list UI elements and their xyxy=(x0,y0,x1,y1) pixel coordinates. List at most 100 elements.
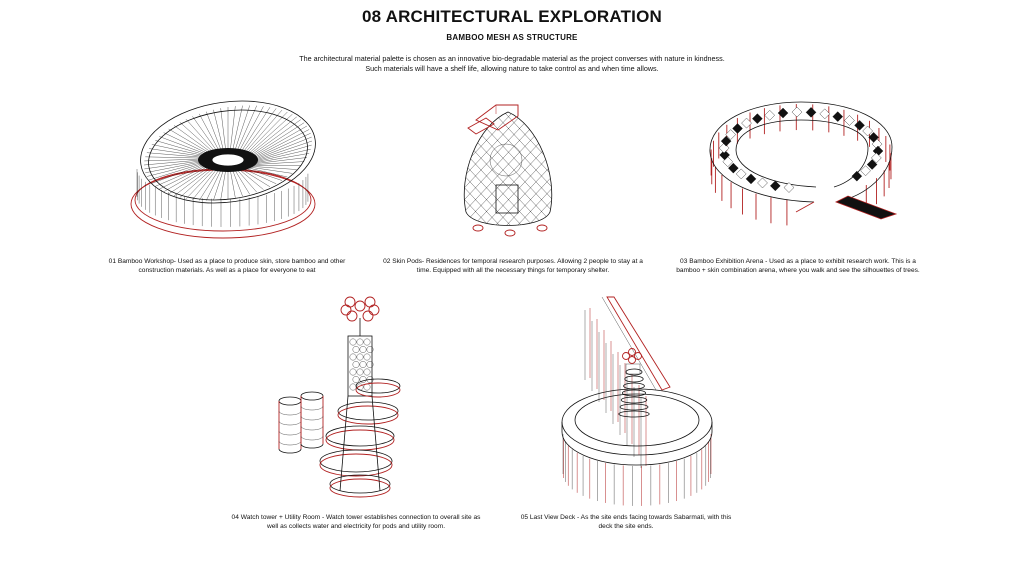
workshop-spoke xyxy=(245,168,283,181)
utility-tank-base xyxy=(278,448,302,454)
skin-pods-drawing xyxy=(446,100,576,240)
workshop-spoke xyxy=(253,122,305,156)
tower-ramp-edge xyxy=(337,405,399,425)
workshop-spoke xyxy=(254,125,308,157)
pod-mesh-line xyxy=(464,112,547,226)
arena-panel xyxy=(860,165,871,176)
hex-cell xyxy=(359,376,367,383)
arena-panel xyxy=(805,107,817,118)
petal-panel xyxy=(340,304,352,316)
arena-panel xyxy=(745,173,757,185)
pod-mesh-line xyxy=(464,112,525,226)
workshop-spoke xyxy=(249,114,293,154)
workshop-spoke xyxy=(144,158,201,162)
hex-cell xyxy=(359,346,367,353)
workshop-spoke xyxy=(239,169,264,190)
intro-line-1: The architectural material palette is ch… xyxy=(299,54,725,63)
workshop-spoke xyxy=(151,164,203,184)
workshop-spoke xyxy=(144,160,201,170)
arena-panel xyxy=(757,177,768,189)
pod-mesh-line xyxy=(514,112,552,226)
hex-cell xyxy=(356,368,364,376)
utility-tank-band xyxy=(278,410,302,416)
tower-ramp xyxy=(329,474,391,494)
deck-tower-ring xyxy=(620,396,648,404)
workshop-spoke xyxy=(255,144,312,162)
arena-panel xyxy=(791,106,803,118)
workshop-spoke xyxy=(168,128,209,153)
workshop-spoke xyxy=(149,163,202,181)
caption-view-deck: 05 Last View Deck - As the site ends fac… xyxy=(520,514,732,530)
pod-mesh-line xyxy=(464,112,552,226)
workshop-spoke xyxy=(250,166,297,170)
pod-mesh-line xyxy=(464,112,481,226)
pod-mesh-line xyxy=(464,112,492,226)
pod-mesh-line xyxy=(464,112,536,226)
workshop-spoke xyxy=(254,157,307,164)
arena-panel xyxy=(728,162,739,174)
workshop-spoke xyxy=(163,132,207,154)
utility-tank-band xyxy=(278,420,302,426)
workshop-spoke xyxy=(255,148,311,163)
workshop-spoke xyxy=(159,166,206,190)
pod-mesh-line xyxy=(503,112,552,226)
hex-cell xyxy=(356,353,364,361)
pod-mesh-line xyxy=(464,112,525,226)
arena-panel xyxy=(777,107,789,119)
pod-mesh-line xyxy=(492,112,552,226)
pod-mesh-line xyxy=(464,112,552,226)
tower-ramp xyxy=(355,378,401,394)
deck-tower-ring xyxy=(619,403,649,411)
hex-cell xyxy=(349,338,357,346)
utility-tank-band xyxy=(300,405,324,411)
workshop-spoke xyxy=(255,140,313,161)
workshop-spoke xyxy=(146,162,201,177)
arena-panel xyxy=(783,182,795,193)
workshop-spoke xyxy=(232,105,243,150)
pod-mesh-line xyxy=(570,100,576,240)
workshop-spoke xyxy=(230,170,236,198)
deck-tower-ring xyxy=(623,382,645,390)
pod-mesh-line xyxy=(446,100,458,240)
workshop-spoke xyxy=(192,116,217,151)
workshop-spoke xyxy=(235,170,250,195)
pod-mesh-line xyxy=(525,112,552,226)
tower-ramp xyxy=(319,449,393,473)
workshop-spoke xyxy=(159,136,206,154)
petal-panel xyxy=(364,296,376,308)
workshop-spoke xyxy=(185,119,215,151)
pod-mesh-line xyxy=(514,112,552,226)
workshop-spoke xyxy=(143,159,201,166)
pod-mesh-line xyxy=(492,112,552,226)
pod-mesh-line xyxy=(559,100,576,240)
hex-cell xyxy=(363,353,371,361)
arena-panel xyxy=(718,142,730,154)
hex-cell xyxy=(363,368,371,376)
tower-ramp xyxy=(325,425,395,447)
workshop-spoke xyxy=(206,111,221,150)
pod-mesh-line xyxy=(464,112,514,226)
pod-mesh-line xyxy=(464,112,492,226)
intro-paragraph: The architectural material palette is ch… xyxy=(262,54,762,73)
pod-mesh-line xyxy=(525,112,552,226)
hex-cell xyxy=(349,383,357,391)
workshop-spoke xyxy=(243,108,277,152)
utility-tank-top xyxy=(300,391,324,401)
workshop-spoke xyxy=(250,116,297,154)
workshop-spoke xyxy=(255,136,312,160)
deck-petal xyxy=(622,352,630,360)
arena-panel xyxy=(725,129,736,140)
workshop-spoke xyxy=(179,122,213,152)
pod-mesh-line xyxy=(464,112,552,226)
pod-mesh-line xyxy=(464,112,470,226)
tower-ramp-edge xyxy=(325,429,395,451)
workshop-spoke xyxy=(149,148,202,157)
utility-tank-band xyxy=(278,440,302,446)
workshop-spoke xyxy=(237,170,257,193)
workshop-spoke xyxy=(213,109,224,150)
arena-panel xyxy=(862,125,873,137)
page-title: 08 ARCHITECTURAL EXPLORATION xyxy=(362,7,662,26)
deck-petal xyxy=(628,348,636,356)
arena-panel xyxy=(752,113,763,124)
view-deck-drawing xyxy=(561,296,713,506)
